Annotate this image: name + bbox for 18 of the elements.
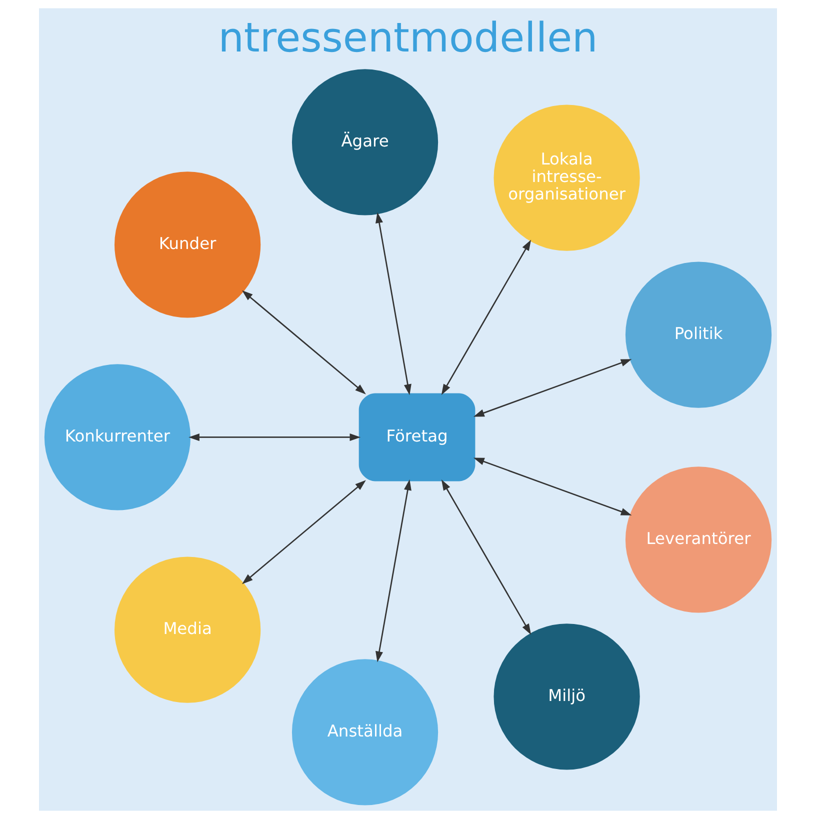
arrow bbox=[375, 479, 411, 662]
diagram-title: ntressentmodellen bbox=[218, 14, 598, 62]
arrow bbox=[188, 433, 360, 442]
arrow bbox=[472, 458, 632, 516]
arrow bbox=[472, 359, 632, 417]
arrow bbox=[242, 480, 366, 584]
node-circle: Leverantörer bbox=[624, 466, 772, 613]
node-circle: Konkurrenter bbox=[44, 364, 190, 510]
arrow bbox=[440, 479, 531, 635]
node-circle: Anställda bbox=[291, 659, 438, 806]
node-circle: Politik bbox=[624, 262, 772, 408]
node-circle: Ägare bbox=[291, 69, 438, 216]
node-box: Företag bbox=[358, 393, 475, 482]
arrow bbox=[242, 290, 366, 394]
arrow bbox=[375, 212, 411, 396]
arrow bbox=[440, 240, 531, 395]
node-circle: Media bbox=[114, 556, 260, 703]
node-circle: Kunder bbox=[114, 172, 260, 318]
